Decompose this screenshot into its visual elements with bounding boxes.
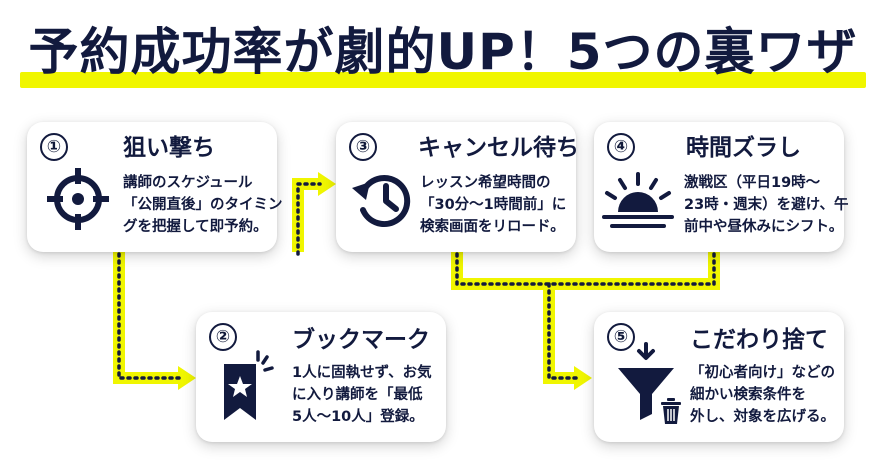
card-bookmark: ② ブックマーク 1人に固執せず、お気 に入り講師を「最低 5人〜10人」登録。 bbox=[196, 312, 446, 442]
card-description: 講師のスケジュール 「公開直後」のタイミン グを把握して即予約。 bbox=[123, 175, 283, 235]
step-number: ③ bbox=[349, 133, 377, 161]
card-description: 「初心者向け」などの 細かい検索条件を 外し、対象を広げる。 bbox=[690, 365, 835, 425]
arrowhead-to-card-5 bbox=[574, 366, 592, 390]
title-highlight bbox=[20, 72, 866, 88]
card-description: レッスン希望時間の 「30分〜1時間前」に 検索画面をリロード。 bbox=[420, 175, 567, 235]
card-sniping: ① 狙い撃ち 講師のスケジュール 「公開直後」のタイミン グを把握して即予約。 bbox=[27, 122, 283, 252]
step-number: ④ bbox=[607, 133, 635, 161]
card-description: 激戦区（平日19時〜 23時・週末）を避け、午 前中や昼休みにシフト。 bbox=[684, 175, 849, 235]
card-heading: こだわり捨て bbox=[690, 327, 828, 353]
card-time-shift: ④ 時間ズラし 激戦区（平日19時〜 23時・週末）を避け、午 前中や昼休みにシ… bbox=[594, 122, 848, 252]
crosshair-icon bbox=[45, 166, 111, 232]
page-title: 予約成功率が劇的UP！5つの裏ワザ bbox=[28, 23, 858, 81]
history-clock-icon bbox=[350, 166, 416, 232]
card-heading: キャンセル待ち bbox=[418, 135, 579, 161]
filter-trash-icon bbox=[608, 342, 684, 426]
step-number: ② bbox=[209, 323, 237, 351]
arrowhead-to-card-3 bbox=[318, 172, 336, 196]
card-heading: ブックマーク bbox=[292, 327, 430, 353]
sunrise-icon bbox=[602, 170, 674, 232]
arrowhead-to-card-2 bbox=[178, 366, 196, 390]
card-description: 1人に固執せず、お気 に入り講師を「最低 5人〜10人」登録。 bbox=[292, 365, 432, 425]
step-number: ① bbox=[40, 133, 68, 161]
connector-1-to-3 bbox=[292, 178, 318, 252]
title-block: 予約成功率が劇的UP！5つの裏ワザ bbox=[0, 22, 886, 94]
connector-1-to-2 bbox=[113, 252, 178, 384]
card-heading: 狙い撃ち bbox=[123, 135, 215, 161]
card-cancellation-wait: ③ キャンセル待ち レッスン希望時間の 「30分〜1時間前」に 検索画面をリロー… bbox=[336, 122, 579, 252]
card-drop-preferences: ⑤ こだわり捨て 「初心者向け」などの 細かい検索条件を 外し、対象を広げる。 bbox=[594, 312, 844, 442]
card-heading: 時間ズラし bbox=[686, 135, 801, 161]
bookmark-star-icon bbox=[212, 346, 282, 426]
step-number: ⑤ bbox=[607, 323, 635, 351]
